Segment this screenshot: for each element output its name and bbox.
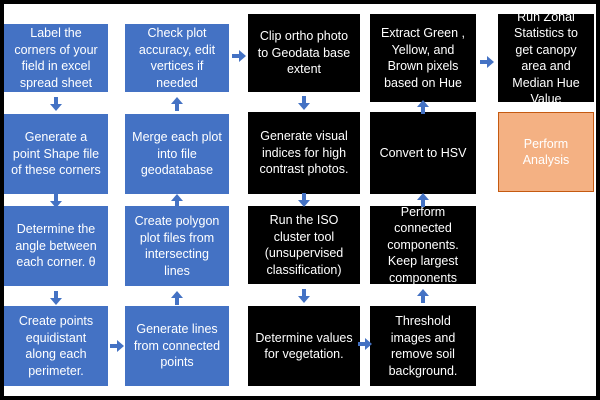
step-perform-analysis: Perform Analysis	[498, 112, 594, 192]
step-threshold-images: Threshold images and remove soil backgro…	[370, 306, 476, 386]
arrow-icon	[416, 193, 430, 207]
step-create-polygon-plot-files: Create polygon plot files from intersect…	[125, 206, 229, 286]
step-create-points-equidistant: Create points equidistant along each per…	[4, 306, 108, 386]
arrow-icon	[49, 291, 63, 305]
step-convert-to-hsv: Convert to HSV	[370, 112, 476, 194]
step-run-zonal-statistics: Run Zonal Statistics to get canopy area …	[498, 10, 594, 106]
arrow-icon	[297, 96, 311, 110]
arrow-icon	[232, 49, 246, 63]
step-perform-connected-components: Perform connected components. Keep large…	[370, 205, 476, 285]
arrow-icon	[358, 337, 372, 351]
arrow-icon	[480, 55, 494, 69]
arrow-icon	[49, 97, 63, 111]
step-generate-point-shapefile: Generate a point Shape file of these cor…	[4, 114, 108, 194]
step-merge-plots: Merge each plot into file geodatabase	[125, 114, 229, 194]
arrow-icon	[416, 100, 430, 114]
arrow-icon	[297, 289, 311, 303]
step-label-corners: Label the corners of your field in excel…	[4, 24, 108, 92]
arrow-icon	[49, 194, 63, 208]
arrow-icon	[297, 193, 311, 207]
step-clip-ortho-photo: Clip ortho photo to Geodata base extent	[248, 14, 360, 92]
arrow-icon	[170, 97, 184, 111]
arrow-icon	[170, 194, 184, 208]
arrow-icon	[170, 291, 184, 305]
step-check-plot-accuracy: Check plot accuracy, edit vertices if ne…	[125, 24, 229, 92]
step-determine-values: Determine values for vegetation.	[248, 306, 360, 386]
step-run-iso-cluster: Run the ISO cluster tool (unsupervised c…	[248, 206, 360, 284]
step-determine-angle: Determine the angle between each corner.…	[4, 206, 108, 286]
arrow-icon	[416, 289, 430, 303]
step-generate-lines: Generate lines from connected points	[125, 306, 229, 386]
step-extract-pixels: Extract Green , Yellow, and Brown pixels…	[370, 14, 476, 102]
flowchart-canvas: Label the corners of your field in excel…	[4, 4, 596, 396]
arrow-icon	[110, 339, 124, 353]
step-generate-visual-indices: Generate visual indices for high contras…	[248, 112, 360, 194]
